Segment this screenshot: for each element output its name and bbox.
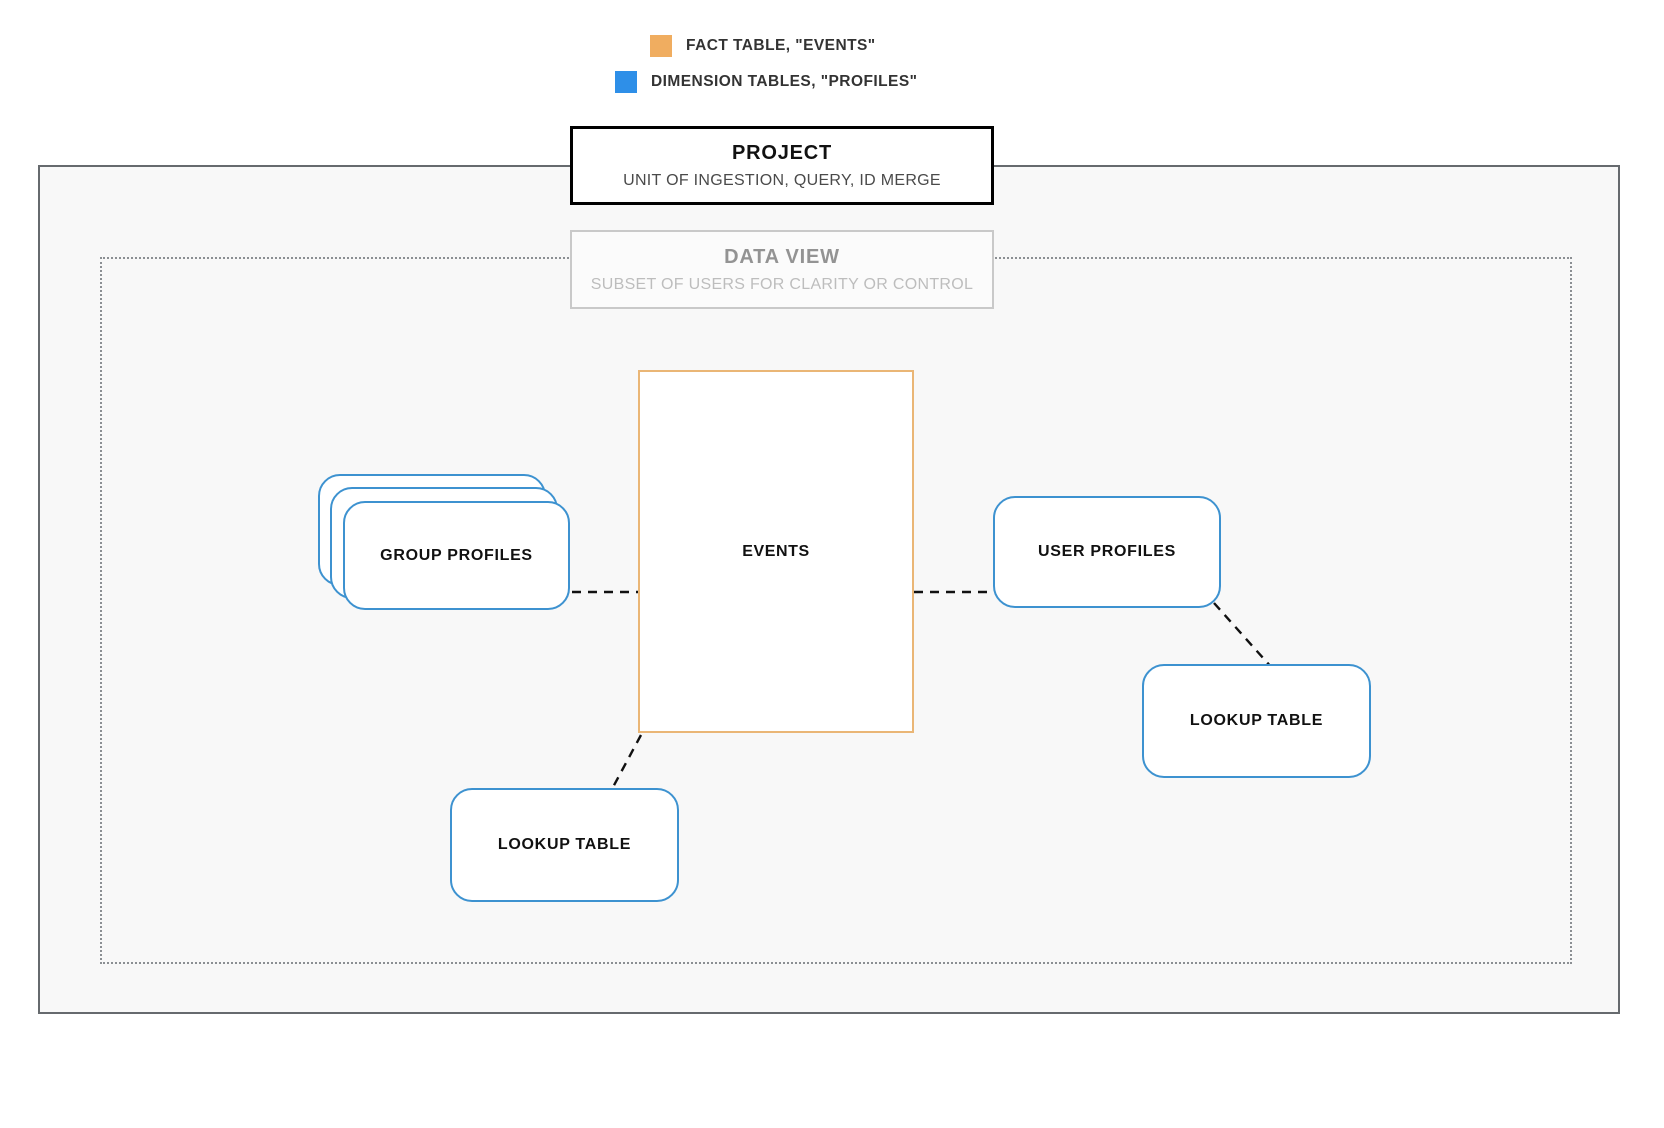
data-view-header-box: DATA VIEW SUBSET OF USERS FOR CLARITY OR… [570,230,994,309]
project-header-box: PROJECT UNIT OF INGESTION, QUERY, ID MER… [570,126,994,205]
legend-label-fact-table: FACT TABLE, "EVENTS" [686,37,876,54]
node-user-profiles-label: USER PROFILES [1037,543,1176,560]
project-title: PROJECT [731,141,833,164]
project-subtitle: UNIT OF INGESTION, QUERY, ID MERGE [623,171,941,189]
node-user-profiles[interactable]: USER PROFILES [993,496,1221,608]
legend-label-dimension-tables: DIMENSION TABLES, "PROFILES" [651,73,918,90]
node-group-profiles-label: GROUP PROFILES [380,546,533,564]
node-lookup-table-right[interactable]: LOOKUP TABLE [1142,664,1371,778]
data-view-title: DATA VIEW [724,245,840,268]
legend-item-fact-table: FACT TABLE, "EVENTS" [650,35,876,57]
node-group-profiles[interactable]: GROUP PROFILES [318,474,570,610]
node-events-label: EVENTS [742,542,810,560]
node-lookup-table-left-label: LOOKUP TABLE [497,836,632,853]
node-events[interactable]: EVENTS [638,370,914,733]
node-lookup-table-left[interactable]: LOOKUP TABLE [450,788,679,902]
data-view-subtitle: SUBSET OF USERS FOR CLARITY OR CONTROL [590,275,974,293]
fact-table-swatch-icon [650,35,672,57]
node-lookup-table-right-label: LOOKUP TABLE [1189,712,1324,729]
group-profiles-stack-card-front[interactable]: GROUP PROFILES [343,501,570,610]
legend-item-dimension-tables: DIMENSION TABLES, "PROFILES" [615,71,917,93]
dimension-tables-swatch-icon [615,71,637,93]
